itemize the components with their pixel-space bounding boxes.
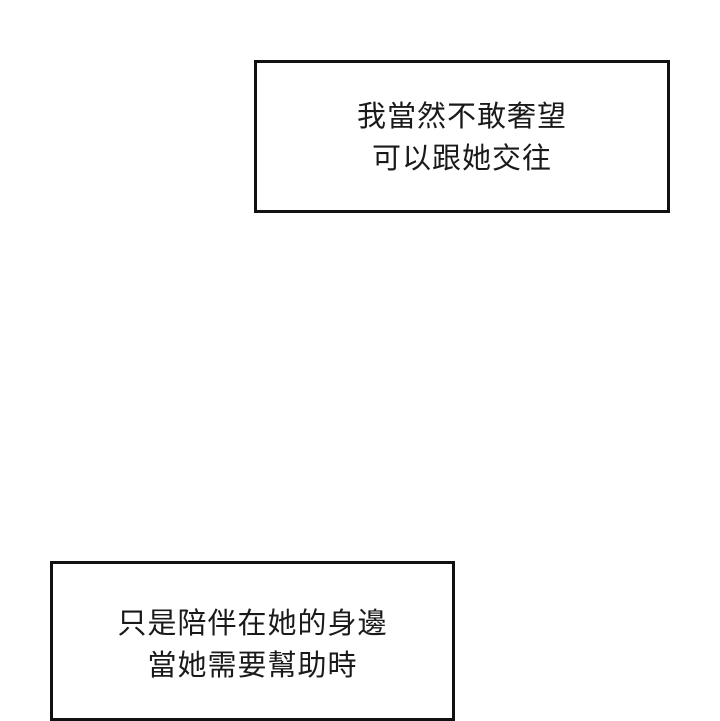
caption-line: 當她需要幫助時 — [147, 648, 358, 682]
caption-line: 只是陪伴在她的身邊 — [117, 606, 388, 640]
caption-box-top: 我當然不敢奢望 可以跟她交往 — [254, 60, 670, 213]
caption-line: 可以跟她交往 — [371, 140, 552, 175]
caption-line: 我當然不敢奢望 — [356, 98, 567, 133]
caption-box-bottom: 只是陪伴在她的身邊 當她需要幫助時 — [50, 561, 455, 721]
